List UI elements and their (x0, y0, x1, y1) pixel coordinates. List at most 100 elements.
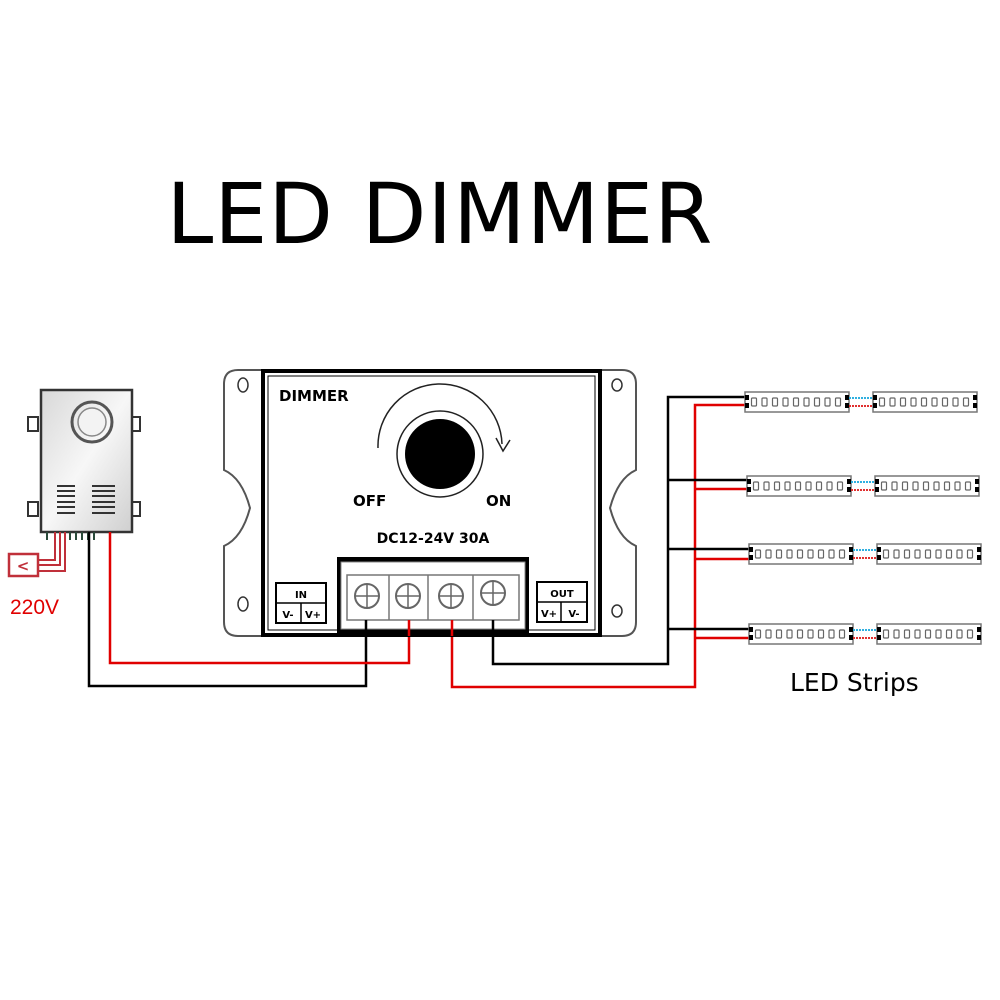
led-chip (765, 549, 772, 559)
strip-contact (877, 635, 881, 640)
mount-hole (611, 604, 623, 618)
dimmer-knob[interactable] (377, 383, 511, 498)
rating-label: DC12-24V 30A (377, 531, 490, 547)
strip-contact (875, 487, 879, 492)
strip-contact (749, 547, 753, 552)
terminal-screw[interactable] (438, 583, 464, 609)
psu-mount-tab (27, 501, 39, 517)
strip-contact (749, 635, 753, 640)
strip-contact (977, 555, 981, 560)
led-chip (834, 397, 842, 407)
led-chip (796, 549, 804, 559)
led-strip-row (748, 543, 982, 565)
led-chip (945, 629, 953, 639)
led-chip (773, 481, 781, 491)
led-strip-segment (876, 543, 982, 565)
led-chip (899, 397, 907, 407)
led-chip (903, 549, 911, 559)
strip-contact (747, 479, 751, 484)
strip-contact (877, 547, 881, 552)
led-chip (754, 629, 762, 639)
strip-contact (849, 547, 853, 552)
led-chip (807, 549, 814, 559)
led-chip (966, 629, 974, 639)
led-strip-row (748, 623, 982, 645)
led-chip (761, 397, 768, 407)
output-pin-block (536, 581, 588, 623)
led-chip (962, 397, 970, 407)
rotation-arrow-icon (495, 437, 511, 453)
psu-fan-ring (70, 400, 114, 444)
dimmer-brand-label: DIMMER (279, 387, 349, 405)
led-chip (775, 549, 783, 559)
led-chip (752, 481, 760, 491)
led-chip (943, 481, 951, 491)
led-chip (750, 397, 758, 407)
ac-input-wires (38, 532, 66, 572)
led-chip (775, 629, 783, 639)
terminal-wire-stubs (364, 620, 495, 636)
output-pin-negative: V- (568, 609, 579, 620)
knob-on-label: ON (486, 492, 511, 510)
knob-cap[interactable] (405, 419, 475, 489)
strip-contact (975, 479, 979, 484)
led-chip (878, 397, 886, 407)
psu-vent-left (57, 485, 75, 514)
led-chip (880, 481, 888, 491)
led-chip (824, 397, 831, 407)
wire-negative-psu-to-dimmer (87, 532, 368, 688)
mount-hole (237, 377, 249, 393)
power-supply: < (7, 388, 141, 578)
led-chip (784, 481, 791, 491)
strip-contact (977, 547, 981, 552)
led-chip (935, 549, 942, 559)
led-chip (828, 629, 835, 639)
led-chip (964, 481, 972, 491)
terminal-screw[interactable] (354, 583, 380, 609)
input-block-header: IN (295, 590, 307, 601)
led-chip (954, 481, 961, 491)
led-strip-segment (748, 623, 854, 645)
ac-plug-icon (7, 552, 40, 578)
terminal-screw[interactable] (480, 580, 506, 606)
rotation-arc (377, 383, 503, 449)
led-chip (914, 629, 921, 639)
strip-contact (849, 555, 853, 560)
led-chip (914, 549, 921, 559)
strip-contact (845, 403, 849, 408)
input-voltage-label: 220V (10, 596, 60, 619)
led-chip (815, 481, 823, 491)
led-strip-segment (748, 543, 854, 565)
wire-positive-dimmer-to-strips (450, 403, 745, 689)
led-chip (956, 629, 963, 639)
led-chip (796, 629, 804, 639)
led-strip-segment (744, 391, 850, 413)
led-chip (792, 397, 800, 407)
led-chip (838, 629, 846, 639)
strip-contact (973, 403, 977, 408)
led-chip (803, 397, 810, 407)
strip-contact (973, 395, 977, 400)
input-pin-negative: V- (282, 610, 293, 621)
terminal-screw[interactable] (395, 583, 421, 609)
led-chip (956, 549, 963, 559)
led-chip (933, 481, 940, 491)
led-chip (952, 397, 959, 407)
led-chip (924, 549, 932, 559)
led-chip (782, 397, 789, 407)
strip-contact (975, 487, 979, 492)
wire-negative-dimmer-to-strips (491, 395, 745, 666)
led-chip (893, 629, 900, 639)
ac-plug-symbol: < (17, 557, 30, 575)
strip-branch-wires (668, 478, 749, 640)
strip-contact (745, 395, 749, 400)
led-chip (945, 549, 953, 559)
led-strip-segment (872, 391, 978, 413)
output-block-header: OUT (550, 589, 574, 600)
led-chip (891, 481, 898, 491)
knob-off-label: OFF (353, 492, 386, 510)
strip-contact (977, 635, 981, 640)
output-pin-positive: V+ (541, 609, 557, 620)
led-chip (836, 481, 844, 491)
